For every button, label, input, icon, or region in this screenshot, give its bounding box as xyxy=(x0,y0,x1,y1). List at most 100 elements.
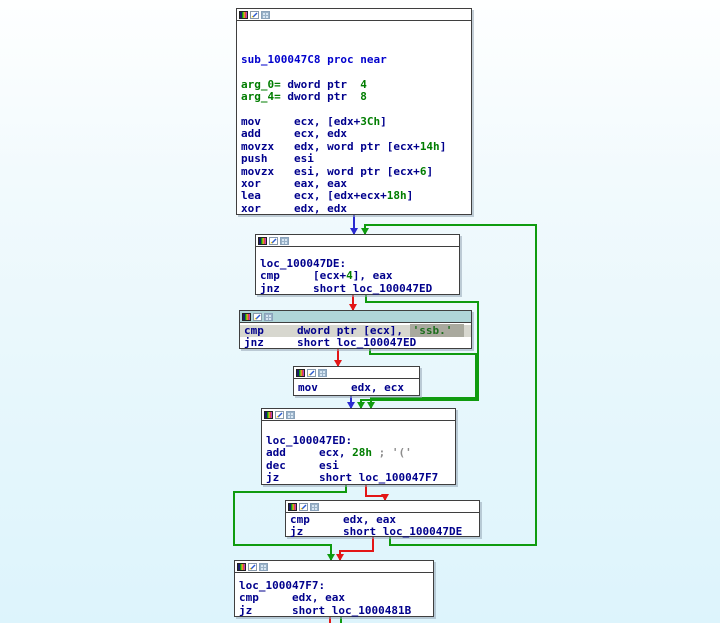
code-token: 4 xyxy=(360,77,367,91)
node-color-icon[interactable] xyxy=(239,10,248,19)
code-line[interactable]: lea ecx, [edx+ecx+18h] xyxy=(237,190,471,202)
node-titlebar[interactable] xyxy=(286,501,479,513)
code-token: ] xyxy=(439,139,447,153)
code-line[interactable]: movzx edx, word ptr [ecx+14h] xyxy=(237,139,471,153)
code-line[interactable]: push esi xyxy=(237,152,471,166)
node-color-icon[interactable] xyxy=(237,562,246,571)
code-line[interactable]: arg_4= dword ptr 8 xyxy=(237,90,471,104)
node-color-icon[interactable] xyxy=(242,312,251,321)
code-token: mov ecx, [edx+ xyxy=(241,114,361,128)
code-token: 4 xyxy=(346,269,353,283)
node-frame-icon[interactable] xyxy=(259,562,268,571)
node-edit-icon[interactable] xyxy=(250,10,259,19)
edge-loc_100047DE-to-loc_100047ED xyxy=(360,295,479,408)
code-line[interactable]: mov ecx, [edx+3Ch] xyxy=(237,114,471,128)
code-token: loc_100047F7: xyxy=(239,579,326,592)
edge-arrowhead xyxy=(327,554,335,561)
node-frame-icon[interactable] xyxy=(310,502,319,511)
code-line[interactable]: mov edx, ecx xyxy=(294,381,419,394)
code-line[interactable]: dec esi xyxy=(262,459,455,472)
code-token: jz short loc_100047DE xyxy=(290,525,463,539)
edge-cmp_edx_eax_loop-to-loc_100047F7 xyxy=(339,537,374,560)
code-line[interactable]: loc_100047DE: xyxy=(256,257,459,270)
code-token: jz short loc_100047F7 xyxy=(266,471,439,485)
code-token: cmp edx, eax xyxy=(239,591,345,605)
code-line[interactable]: jnz short loc_100047ED xyxy=(240,337,471,349)
node-color-icon[interactable] xyxy=(296,368,305,377)
node-titlebar[interactable] xyxy=(240,311,471,323)
node-edit-icon[interactable] xyxy=(253,312,262,321)
code-token: cmp dword ptr [ecx], xyxy=(244,324,410,337)
code-token: ] xyxy=(406,189,414,203)
code-token: loc_100047ED: xyxy=(266,434,353,447)
edge-arrowhead xyxy=(361,228,369,235)
code-line[interactable]: jz short loc_100047DE xyxy=(286,526,479,538)
code-line[interactable]: arg_0= dword ptr 4 xyxy=(237,77,471,91)
node-frame-icon[interactable] xyxy=(280,236,289,245)
edge-arrowhead xyxy=(381,494,389,501)
edge-arrowhead xyxy=(349,304,357,311)
code-token: arg_4= xyxy=(241,90,281,104)
code-token: ] xyxy=(426,164,434,178)
node-color-icon[interactable] xyxy=(288,502,297,511)
node-edit-icon[interactable] xyxy=(307,368,316,377)
code-line[interactable]: add ecx, edx xyxy=(237,128,471,140)
node-color-icon[interactable] xyxy=(258,236,267,245)
node-titlebar[interactable] xyxy=(262,409,455,421)
node-edit-icon[interactable] xyxy=(269,236,278,245)
code-line[interactable]: cmp [ecx+4], eax xyxy=(256,270,459,282)
basic-block-cmp_ssb[interactable]: cmp dword ptr [ecx], 'ssb.'jnz short loc… xyxy=(239,310,472,349)
code-token: lea ecx, [edx+ecx+ xyxy=(241,189,387,203)
code-line[interactable]: add ecx, 28h ; '(' xyxy=(262,447,455,459)
code-token: arg_0= xyxy=(241,77,281,91)
basic-block-mov_edx_ecx[interactable]: mov edx, ecx xyxy=(293,366,420,396)
code-token: push esi xyxy=(241,152,314,166)
node-frame-icon[interactable] xyxy=(261,10,270,19)
code-token: dword ptr xyxy=(280,77,361,91)
edge-cmp_edx_eax_loop-to-loc_100047DE xyxy=(364,224,537,546)
node-color-icon[interactable] xyxy=(264,410,273,419)
edge-arrowhead xyxy=(350,228,358,235)
code-token: jz short loc_1000481B xyxy=(239,603,412,617)
node-frame-icon[interactable] xyxy=(264,312,273,321)
code-line[interactable]: jz short loc_1000481B xyxy=(235,603,433,617)
code-token: 8 xyxy=(360,90,367,104)
node-frame-icon[interactable] xyxy=(318,368,327,377)
code-token: 3Ch xyxy=(360,114,381,128)
node-edit-icon[interactable] xyxy=(299,502,308,511)
code-line[interactable]: loc_100047F7: xyxy=(235,579,433,592)
node-edit-icon[interactable] xyxy=(248,562,257,571)
code-line[interactable]: sub_100047C8 proc near xyxy=(237,53,471,66)
code-token: movzx esi, word ptr [ecx+ xyxy=(241,164,420,178)
node-titlebar[interactable] xyxy=(235,561,433,573)
node-edit-icon[interactable] xyxy=(275,410,284,419)
edge-cmp_ssb-to-loc_100047ED xyxy=(369,349,477,408)
code-line[interactable]: jz short loc_100047F7 xyxy=(262,471,455,485)
node-titlebar[interactable] xyxy=(256,235,459,247)
code-line[interactable]: jnz short loc_100047ED xyxy=(256,282,459,295)
code-line[interactable]: loc_100047ED: xyxy=(262,434,455,447)
edge-loc_100047ED-to-loc_100047F7 xyxy=(233,485,347,560)
highlighted-token: 'ssb.' xyxy=(409,324,465,337)
edge-arrowhead xyxy=(357,402,365,409)
code-token: cmp [ecx+ xyxy=(260,269,347,283)
code-line[interactable]: xor edx, edx xyxy=(237,202,471,215)
code-token: 14h xyxy=(419,139,440,153)
node-titlebar[interactable] xyxy=(237,9,471,21)
node-frame-icon[interactable] xyxy=(286,410,295,419)
code-token: add ecx, edx xyxy=(241,127,347,141)
node-titlebar[interactable] xyxy=(294,367,419,379)
code-token: cmp edx, eax xyxy=(290,513,396,526)
code-line[interactable]: xor eax, eax xyxy=(237,177,471,190)
code-line[interactable]: cmp dword ptr [ecx], 'ssb.' xyxy=(240,324,471,338)
basic-block-sub_100047C8[interactable]: sub_100047C8 proc near arg_0= dword ptr 4… xyxy=(236,8,472,215)
code-line[interactable]: movzx esi, word ptr [ecx+6] xyxy=(237,164,471,178)
code-line[interactable]: cmp edx, eax xyxy=(235,592,433,604)
code-line[interactable]: cmp edx, eax xyxy=(286,513,479,526)
code-token: 28h xyxy=(352,446,372,460)
